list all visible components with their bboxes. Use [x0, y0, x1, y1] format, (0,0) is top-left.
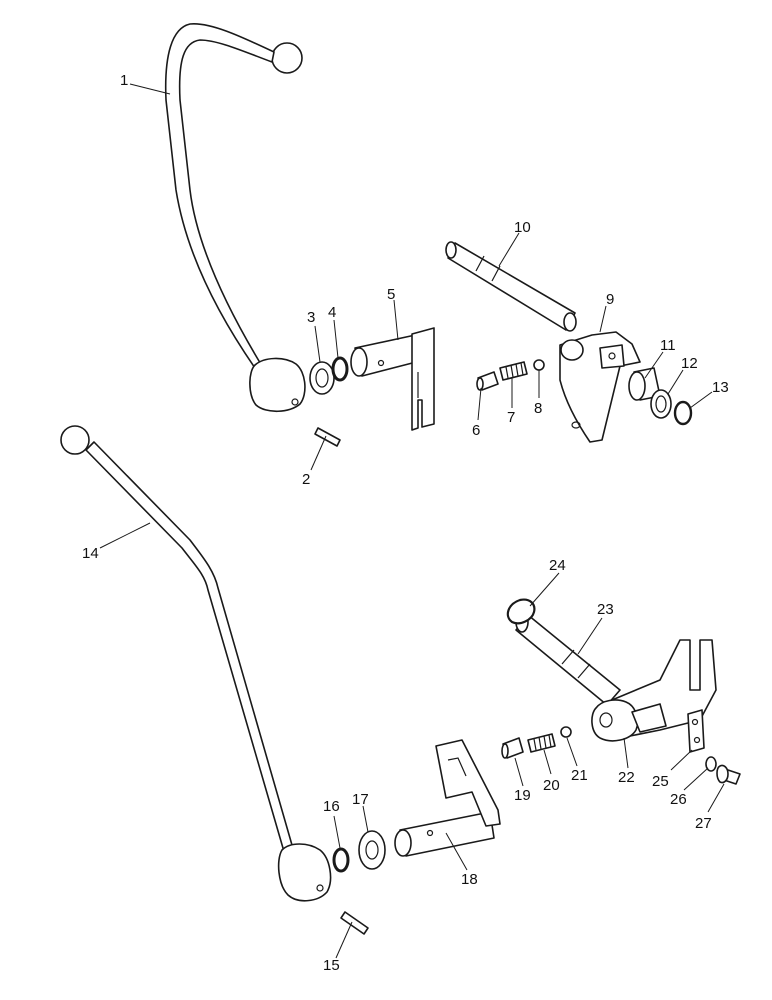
circlip-4: [331, 356, 349, 382]
label-22: 22: [618, 769, 635, 786]
label-15: 15: [323, 957, 340, 974]
spring-7: [499, 361, 528, 381]
circlip-16: [332, 847, 350, 873]
label-3: 3: [307, 309, 315, 326]
label-16: 16: [323, 798, 340, 815]
label-2: 2: [302, 471, 310, 488]
bush-11: [628, 367, 661, 401]
upper-gear-lever: [164, 23, 306, 413]
selector-rod-10: [445, 241, 577, 332]
label-1: 1: [120, 72, 128, 89]
label-14: 14: [82, 545, 99, 562]
label-18: 18: [461, 871, 478, 888]
label-21: 21: [571, 767, 588, 784]
label-24: 24: [549, 557, 566, 574]
plate-25: [687, 709, 705, 753]
label-17: 17: [352, 791, 369, 808]
selector-fork-9: [559, 331, 641, 443]
label-20: 20: [543, 777, 560, 794]
label-8: 8: [534, 400, 542, 417]
label-7: 7: [507, 409, 515, 426]
selector-fork-22: [591, 639, 717, 742]
label-13: 13: [712, 379, 729, 396]
washer-17: [358, 830, 386, 870]
spring-20: [527, 733, 556, 753]
washer-12: [650, 389, 672, 419]
roll-pin-2: [314, 427, 341, 447]
bolt-27: [716, 764, 741, 785]
roll-pin-15: [340, 911, 369, 935]
label-9: 9: [606, 291, 614, 308]
ball-8: [533, 359, 545, 371]
label-6: 6: [472, 422, 480, 439]
plunger-19: [501, 737, 524, 759]
plunger-6: [476, 371, 499, 391]
label-27: 27: [695, 815, 712, 832]
part-labels: 1 2 3 4 5 6 7 8 9 10 11 12 13 14 15 16 1…: [82, 72, 729, 974]
label-11: 11: [660, 337, 676, 354]
label-4: 4: [328, 304, 336, 321]
selector-shaft-18: [394, 739, 501, 857]
circlip-24: [506, 598, 536, 625]
selector-rod-23: [515, 611, 621, 706]
spring-washer-26: [705, 756, 717, 772]
lower-gear-lever: [60, 425, 332, 902]
circlip-13: [673, 400, 693, 426]
label-26: 26: [670, 791, 687, 808]
label-12: 12: [681, 355, 698, 372]
label-10: 10: [514, 219, 531, 236]
ball-21: [560, 726, 572, 738]
label-23: 23: [597, 601, 614, 618]
label-19: 19: [514, 787, 531, 804]
label-5: 5: [387, 286, 395, 303]
label-25: 25: [652, 773, 669, 790]
washer-3: [309, 361, 335, 395]
selector-shaft-5: [350, 327, 435, 431]
leader-lines: [99, 83, 725, 959]
